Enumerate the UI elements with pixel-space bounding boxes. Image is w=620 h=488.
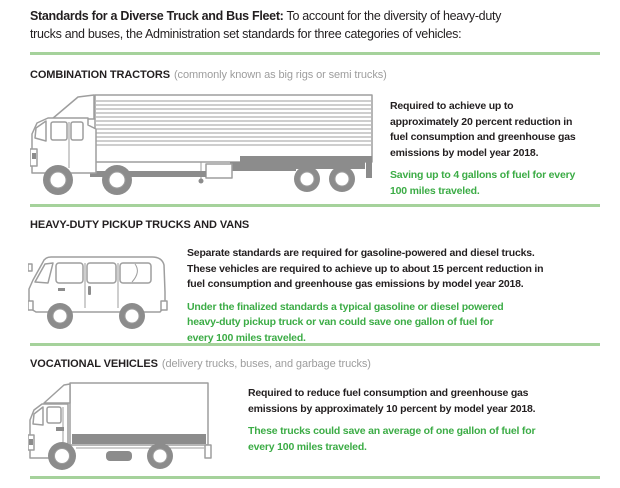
pickups-vans-text: Separate standards are required for gaso… xyxy=(187,246,620,346)
section-subtitle: (commonly known as big rigs or semi truc… xyxy=(173,69,387,81)
requirement-text: Separate standards are required for gaso… xyxy=(187,247,544,290)
intro-text: To account for the diversity of heavy-du… xyxy=(30,9,502,41)
intro-title: Standards for a Diverse Truck and Bus Fl… xyxy=(30,9,284,23)
cargo-van-illustration xyxy=(28,256,168,329)
section-heading-pickups-vans: HEAVY-DUTY PICKUP TRUCKS AND VANS xyxy=(30,218,253,232)
box-truck-illustration xyxy=(28,382,212,470)
requirement-text: Required to reduce fuel consumption and … xyxy=(248,387,536,415)
section-divider xyxy=(30,204,600,207)
section-divider xyxy=(30,476,600,479)
intro-paragraph: Standards for a Diverse Truck and Bus Fl… xyxy=(30,7,608,43)
section-title: VOCATIONAL VEHICLES xyxy=(30,358,158,370)
savings-text: These trucks could save an average of on… xyxy=(248,425,536,453)
savings-text: Saving up to 4 gallons of fuel for every… xyxy=(390,169,576,197)
requirement-text: Required to achieve up to approximately … xyxy=(390,100,576,159)
section-title: HEAVY-DUTY PICKUP TRUCKS AND VANS xyxy=(30,219,250,231)
section-title: COMBINATION TRACTORS xyxy=(30,69,170,81)
section-heading-combination-tractors: COMBINATION TRACTORS(commonly known as b… xyxy=(30,68,387,82)
section-heading-vocational-vehicles: VOCATIONAL VEHICLES(delivery trucks, bus… xyxy=(30,357,371,371)
section-divider xyxy=(30,343,600,346)
section-divider xyxy=(30,52,600,55)
vocational-vehicles-text: Required to reduce fuel consumption and … xyxy=(248,386,618,455)
combination-tractors-text: Required to achieve up to approximately … xyxy=(390,99,620,199)
section-subtitle: (delivery trucks, buses, and garbage tru… xyxy=(161,358,371,370)
savings-text: Under the finalized standards a typical … xyxy=(187,300,504,344)
semi-truck-illustration xyxy=(30,94,373,195)
